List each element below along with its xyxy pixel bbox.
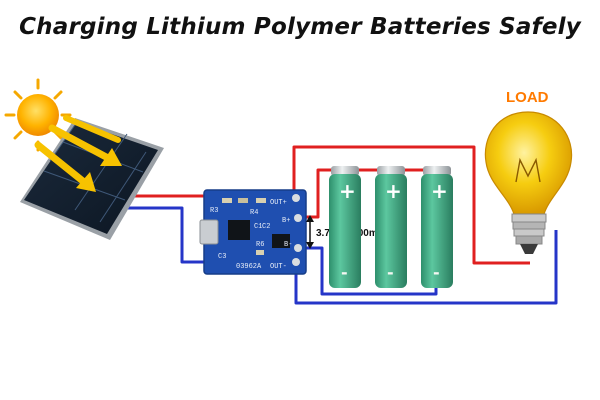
charger-board-icon: OUT+ B+ B- OUT- 03962A R3 R4 R6 C1 C2 C3 xyxy=(199,189,307,275)
silk-c2: C2 xyxy=(262,223,270,231)
battery-positive-sign: + xyxy=(339,179,356,203)
battery-icon: + - xyxy=(421,166,453,288)
silk-c1: C1 xyxy=(254,223,262,231)
battery-negative-wire xyxy=(304,246,438,296)
battery-negative-sign: - xyxy=(341,263,348,282)
charger-chip xyxy=(228,220,250,240)
battery-positive-sign: + xyxy=(431,179,448,203)
light-bulb-icon xyxy=(484,111,573,254)
silk-part-number: 03962A xyxy=(236,263,262,271)
usb-port xyxy=(199,219,219,245)
diagram-title: Charging Lithium Polymer Batteries Safel… xyxy=(19,14,581,40)
load-positive-wire xyxy=(292,145,530,265)
battery-positive-sign: + xyxy=(385,179,402,203)
silk-r4: R4 xyxy=(250,209,258,217)
silk-b-plus: B+ xyxy=(282,217,290,225)
solar-negative-wire xyxy=(116,206,206,264)
load-label: LOAD xyxy=(506,89,549,106)
silk-r6: R6 xyxy=(256,241,264,249)
positive-wires xyxy=(116,145,530,265)
battery-negative-sign: - xyxy=(433,263,440,282)
battery-pack: + - + - + - xyxy=(329,166,453,288)
battery-positive-wire xyxy=(304,168,438,219)
silk-r3: R3 xyxy=(210,207,218,215)
sun-rays xyxy=(34,115,122,192)
silk-out-minus: OUT- xyxy=(270,263,287,271)
sun-icon xyxy=(4,78,72,152)
battery-icon: + - xyxy=(375,166,407,288)
silk-out-plus: OUT+ xyxy=(270,199,287,207)
battery-icon: + - xyxy=(329,166,361,288)
negative-wires xyxy=(116,206,558,305)
load-negative-wire xyxy=(294,230,558,305)
battery-negative-sign: - xyxy=(387,263,394,282)
silk-b-minus: B- xyxy=(284,241,292,249)
silk-c3: C3 xyxy=(218,253,226,261)
